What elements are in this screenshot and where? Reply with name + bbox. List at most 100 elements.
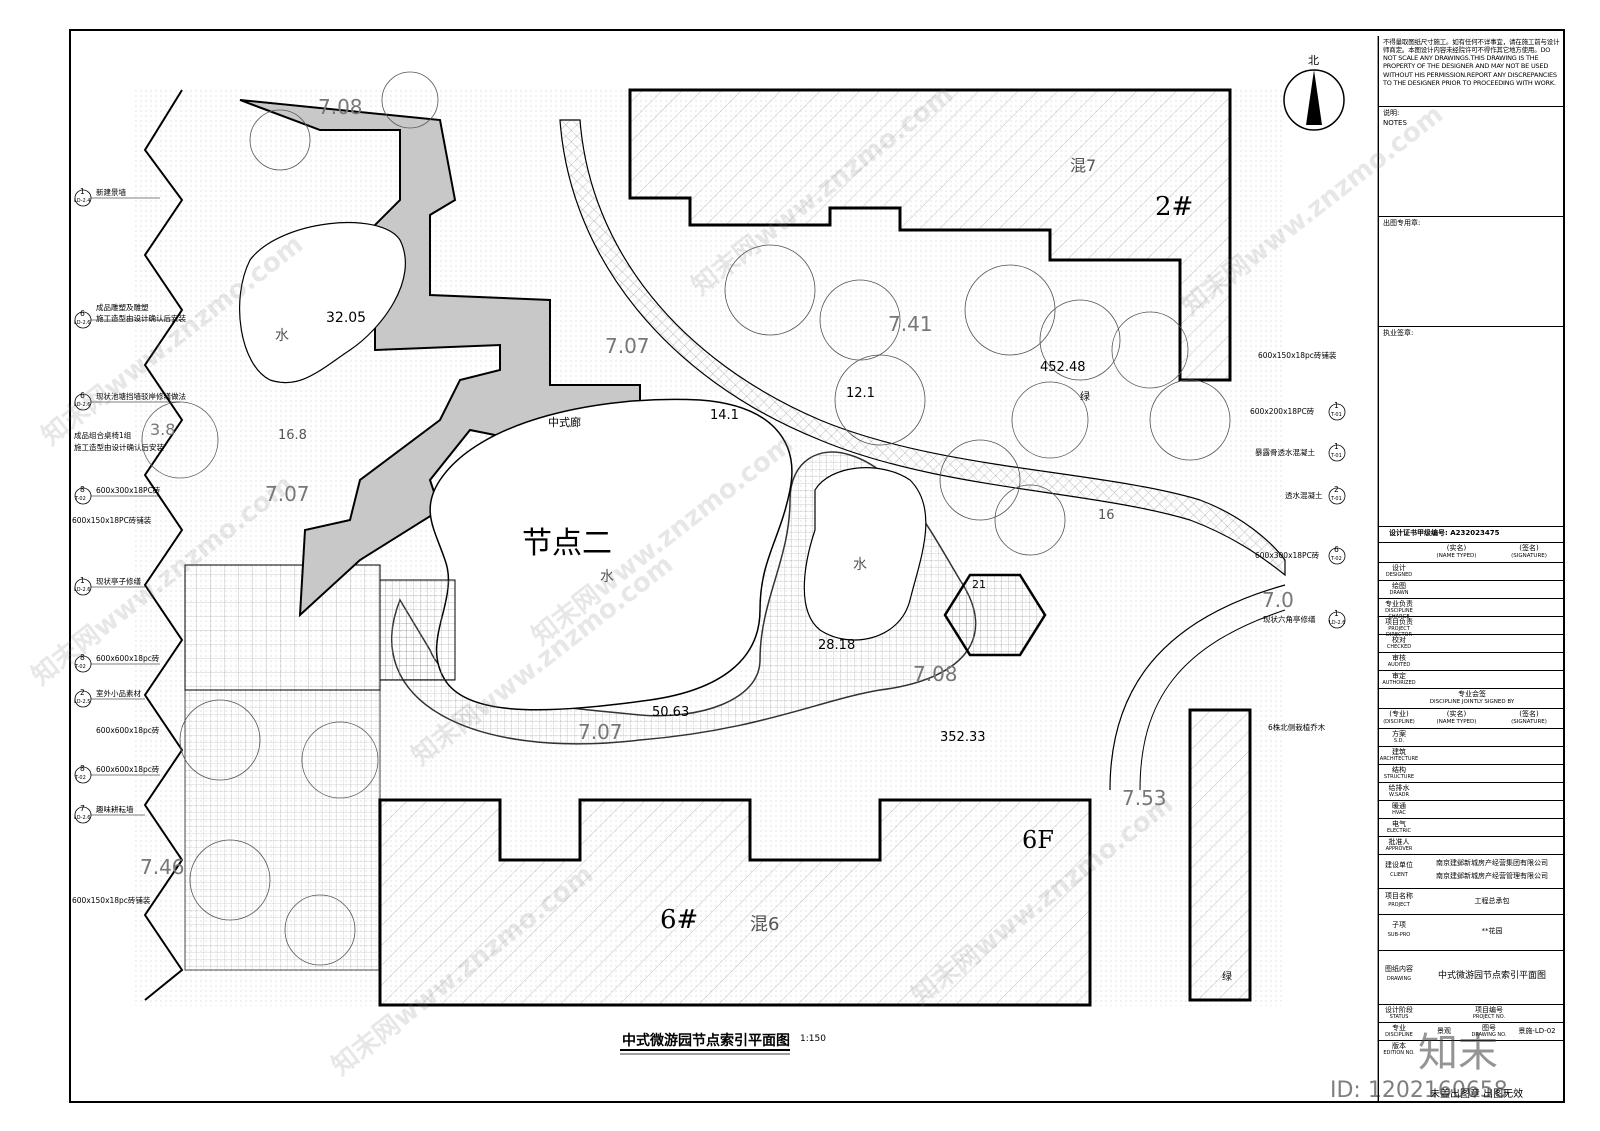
tb-discipline: 电气 bbox=[1392, 820, 1406, 828]
building-2 bbox=[628, 88, 1232, 382]
platform bbox=[379, 579, 456, 681]
building-right bbox=[1188, 708, 1252, 1002]
area: 32.05 bbox=[326, 310, 367, 326]
callout-text: 现状亭子修缮 bbox=[96, 577, 141, 586]
tb-role-en: DRAWN bbox=[1389, 590, 1409, 596]
callout-text: 600x150x18pc砖铺装 bbox=[72, 896, 151, 905]
callout-text: 成品雕塑及雕塑 bbox=[96, 303, 149, 312]
tb-discipline-en: ARCHITECTURE bbox=[1379, 756, 1419, 762]
callout-num: 2 bbox=[80, 688, 85, 697]
tb-role-en: CHECKED bbox=[1386, 644, 1412, 650]
tb-role: 审核 bbox=[1392, 654, 1406, 662]
tb-role: 专业负责 bbox=[1385, 600, 1413, 608]
area: 16 bbox=[1098, 508, 1115, 523]
tb-discipline-en: S.D. bbox=[1393, 738, 1405, 744]
zigzag-wall bbox=[143, 89, 184, 1001]
tb-version-label: 版本 bbox=[1392, 1042, 1406, 1050]
callout-num: 8 bbox=[80, 764, 85, 773]
tb-client-row: 建设单位 CLIENT 南京建邺新城房产经营集团有限公司 南京建邺新城房产经营管… bbox=[1379, 854, 1565, 888]
tb-client-1: 南京建邺新城房产经营集团有限公司 bbox=[1436, 859, 1548, 867]
tb-role-en: DESIGNED bbox=[1385, 572, 1413, 578]
area: 16.8 bbox=[278, 428, 307, 443]
callout-text: 现状池塘挡墙驳岸修缮做法 bbox=[96, 392, 186, 401]
paving-lower-left bbox=[184, 689, 381, 971]
road-edge-2 bbox=[1139, 609, 1286, 791]
area: 3.8 bbox=[150, 420, 176, 439]
tb-license-row: 执业签章: bbox=[1379, 326, 1565, 526]
tb-joint-title-en: DISCIPLINE JOINTLY SIGNED BY bbox=[1429, 699, 1515, 705]
tb-version-label-en: EDITION NO. bbox=[1383, 1050, 1415, 1056]
tb-col-name: (实名) bbox=[1446, 710, 1467, 718]
tb-col-head: (实名) (NAME TYPED) (签名) (SIGNATURE) bbox=[1379, 542, 1565, 562]
tb-client-label: 建设单位 bbox=[1385, 861, 1413, 869]
tb-sub: **花园 bbox=[1481, 927, 1503, 935]
area: 28.18 bbox=[818, 638, 856, 653]
tb-col-name: (实名) bbox=[1446, 544, 1467, 552]
tb-cert-row: 设计证书甲级编号: A232023475 bbox=[1379, 526, 1565, 542]
tb-joint-title-row: 专业会签 DISCIPLINE JOINTLY SIGNED BY bbox=[1379, 688, 1565, 708]
tb-license-label: 执业签章: bbox=[1383, 329, 1414, 337]
tb-col-sign-en: (SIGNATURE) bbox=[1511, 553, 1547, 559]
tb-notes-label-en: NOTES bbox=[1383, 119, 1407, 127]
tb-discipline-en: W.SADR bbox=[1389, 792, 1409, 798]
elevation: 7.07 bbox=[578, 720, 623, 744]
elevation: 7.0 bbox=[1262, 588, 1294, 612]
left-callout-bubbles bbox=[74, 189, 92, 824]
callout-num: 8 bbox=[80, 485, 85, 494]
callout-num: 1 bbox=[1334, 442, 1339, 451]
area: 12.1 bbox=[846, 386, 875, 401]
elevation: 7.07 bbox=[265, 482, 310, 506]
tb-project: 工程总承包 bbox=[1474, 897, 1510, 905]
tb-discipline: 暖通 bbox=[1392, 802, 1406, 810]
tb-discipline: 结构 bbox=[1392, 766, 1406, 774]
brand-logo: 知末 bbox=[1418, 1030, 1498, 1076]
tb-status-label: 设计阶段 bbox=[1385, 1006, 1413, 1014]
paving-left bbox=[184, 564, 381, 691]
tb-content-row: 图纸内容 DRAWING 中式微游园节点索引平面图 bbox=[1379, 950, 1565, 1004]
tb-discipline-en: HVAC bbox=[1392, 810, 1406, 816]
callout-sheet: LD-2.6 bbox=[74, 320, 91, 326]
area: 352.33 bbox=[940, 730, 986, 745]
tb-notes-row: 不得量取图纸尺寸施工。如有任何不详事宜，请在施工前与设计师商定。本图设计内容未经… bbox=[1379, 36, 1565, 106]
callout-text: 600x600x18pc砖 bbox=[96, 654, 160, 663]
callout-text: 600x200x18PC砖 bbox=[1250, 407, 1315, 416]
callout-text: 600x150x18pc砖铺装 bbox=[1258, 351, 1337, 360]
tb-sub-label: 子项 bbox=[1392, 921, 1406, 929]
tb-project-no-label-en: PROJECT NO. bbox=[1472, 1014, 1506, 1020]
tb-version-row: 版本 EDITION NO. bbox=[1379, 1040, 1565, 1058]
callout-sheet: T-02 bbox=[1331, 556, 1342, 562]
elevation: 7.41 bbox=[888, 312, 933, 336]
area: 21 bbox=[972, 578, 986, 591]
callout-sheet: T-01 bbox=[1331, 496, 1342, 502]
callout-text: 透水混凝土 bbox=[1285, 491, 1323, 500]
callout-text: 6株北侧栽植乔木 bbox=[1268, 723, 1326, 732]
tb-role: 审定 bbox=[1392, 672, 1406, 680]
tb-content-label: 图纸内容 bbox=[1385, 965, 1413, 973]
callout-text: 暴露骨透水混凝土 bbox=[1255, 448, 1315, 457]
tb-role: 绘图 bbox=[1392, 582, 1406, 590]
area: 452.48 bbox=[1040, 360, 1086, 375]
callout-sheet: T-01 bbox=[1331, 412, 1342, 418]
tb-discipline-en: ELECTRIC bbox=[1386, 828, 1412, 834]
tb-role: 项目负责 bbox=[1385, 618, 1413, 626]
tb-drawing-no-label: 图号 bbox=[1482, 1024, 1496, 1032]
elevation: 7.08 bbox=[913, 662, 958, 686]
callout-num: 8 bbox=[80, 653, 85, 662]
callout-text: 施工造型由设计确认后安装 bbox=[96, 314, 186, 323]
green-label: 绿 bbox=[1222, 972, 1232, 983]
callout-sheet: LD-2.6 bbox=[1329, 620, 1346, 626]
tb-col-sign-en: (SIGNATURE) bbox=[1511, 719, 1547, 725]
elevation: 7.53 bbox=[1122, 786, 1167, 810]
tb-discipline: 给排水 bbox=[1388, 784, 1410, 792]
pond-upper bbox=[239, 222, 406, 384]
road-edge-1 bbox=[1109, 584, 1286, 791]
tb-joint-title: 专业会签 bbox=[1458, 690, 1486, 698]
building-2-label: 2# bbox=[1155, 192, 1194, 222]
